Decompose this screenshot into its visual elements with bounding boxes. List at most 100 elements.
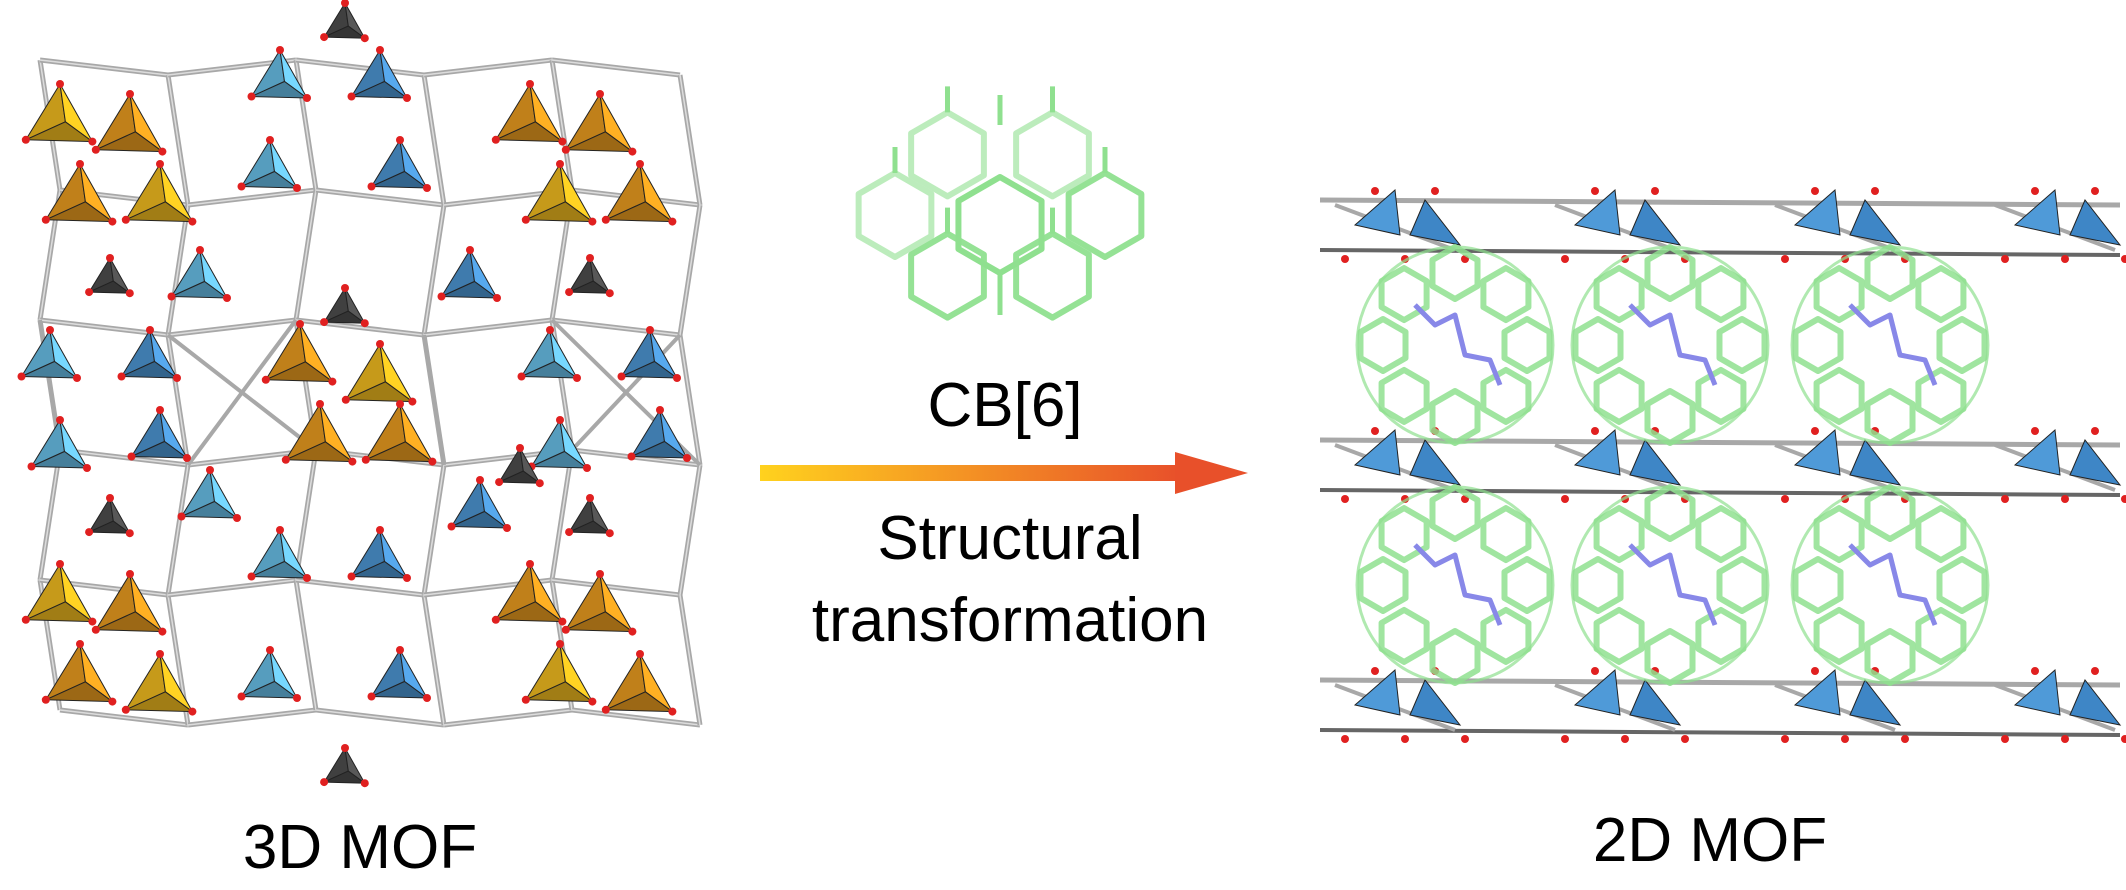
oxygen-atom (447, 522, 456, 531)
oxygen-atom (1781, 255, 1789, 263)
oxygen-atom (376, 46, 384, 54)
cb6-ring (1695, 505, 1747, 564)
orange-polyhedron (121, 650, 197, 716)
oxygen-atom (56, 416, 64, 424)
blue-polyhedron (1793, 428, 1841, 476)
mof-2d-layer (1319, 667, 2126, 743)
cb6-ring (1572, 556, 1624, 614)
blue-polyhedron (1629, 199, 1682, 246)
oxygen-atom (41, 695, 50, 704)
oxygen-atom (27, 462, 36, 471)
cb6-outline (1790, 245, 1990, 445)
cb6-ring (1013, 230, 1092, 321)
linker-bond-highlight (167, 74, 189, 206)
blue-polyhedron (2013, 188, 2061, 236)
cb6-ring (1593, 366, 1645, 425)
blue-polyhedron (1629, 439, 1682, 486)
oxygen-atom (1561, 255, 1569, 263)
blue-polyhedron (2069, 679, 2122, 726)
oxygen-atom (2061, 255, 2069, 263)
oxygen-atom (126, 570, 134, 578)
cb6-ring (1695, 366, 1747, 425)
oxygen-atom (293, 694, 301, 702)
oxygen-atom (2091, 187, 2099, 195)
linker-bond-highlight (295, 59, 317, 191)
oxygen-atom (535, 479, 544, 488)
oxygen-atom (1811, 667, 1819, 675)
cb6-guest (1790, 484, 1990, 686)
cb6-ring (1501, 556, 1553, 614)
oxygen-atom (1561, 495, 1569, 503)
cb6-ring (1429, 484, 1481, 542)
oxygen-atom (583, 464, 591, 472)
oxygen-atom (173, 374, 181, 382)
cb6-ring (1864, 244, 1916, 302)
oxygen-atom (303, 94, 311, 102)
linker-bond-highlight (315, 709, 445, 726)
linker-bond-highlight (167, 579, 297, 596)
linker-bond-highlight (39, 319, 169, 336)
cb6-ring (1716, 316, 1768, 374)
oxygen-atom (517, 372, 526, 381)
oxygen-atom (2061, 495, 2069, 503)
cb6-molecule (855, 86, 1145, 321)
oxygen-atom (320, 318, 329, 327)
oxygen-atom (586, 254, 594, 262)
guest-chain (1413, 543, 1503, 626)
blue-polyhedron (527, 416, 591, 472)
oxygen-atom (588, 697, 597, 706)
oxygen-atom (491, 615, 500, 624)
oxygen-atom (188, 217, 197, 226)
blue-polyhedron (347, 526, 411, 582)
oxygen-atom (561, 625, 570, 634)
oxygen-atom (126, 90, 134, 98)
oxygen-atom (108, 217, 117, 226)
cb6-outline (1355, 245, 1555, 445)
oxygen-atom (2121, 495, 2126, 503)
blue-polyhedron (27, 416, 91, 472)
arrow-caption-line1: Structural (877, 504, 1143, 573)
cb6-ring (1644, 388, 1696, 446)
oxygen-atom (423, 694, 431, 702)
orange-polyhedron (521, 640, 597, 706)
oxygen-atom (476, 476, 484, 484)
oxygen-atom (341, 0, 349, 7)
oxygen-atom (293, 184, 301, 192)
cb6-ring (1357, 316, 1409, 374)
oxygen-atom (1681, 735, 1689, 743)
blue-polyhedron (117, 326, 181, 382)
oxygen-atom (1591, 187, 1599, 195)
transformation-arrow (760, 452, 1248, 494)
blue-polyhedron (1629, 679, 1682, 726)
oxygen-atom (237, 692, 246, 701)
orange-polyhedron (91, 90, 167, 156)
blue-polyhedron (617, 326, 681, 382)
oxygen-atom (466, 246, 474, 254)
blue-polyhedron (2069, 439, 2122, 486)
oxygen-atom (376, 526, 384, 534)
orange-polyhedron (491, 560, 567, 626)
linker-bond-highlight (679, 464, 701, 596)
layer-linker (1319, 728, 2121, 737)
cb6-ring (1480, 265, 1532, 324)
oxygen-atom (367, 182, 376, 191)
oxygen-atom (247, 92, 256, 101)
blue-polyhedron (177, 466, 241, 522)
linker-bond-highlight (423, 59, 553, 76)
linker-bond-highlight (39, 449, 61, 581)
cb6-guest (1355, 484, 1555, 686)
blue-polyhedron (1409, 679, 1462, 726)
gray-tetrahedron (320, 0, 369, 43)
oxygen-atom (673, 374, 681, 382)
oxygen-atom (21, 615, 30, 624)
oxygen-atom (636, 160, 644, 168)
linker-bond-highlight (59, 709, 189, 726)
orange-polyhedron (601, 650, 677, 716)
blue-polyhedron (437, 246, 501, 302)
linker-bond (166, 333, 318, 452)
oxygen-atom (1401, 735, 1409, 743)
linker-bond-highlight (423, 594, 445, 726)
oxygen-atom (76, 160, 84, 168)
oxygen-atom (156, 160, 164, 168)
